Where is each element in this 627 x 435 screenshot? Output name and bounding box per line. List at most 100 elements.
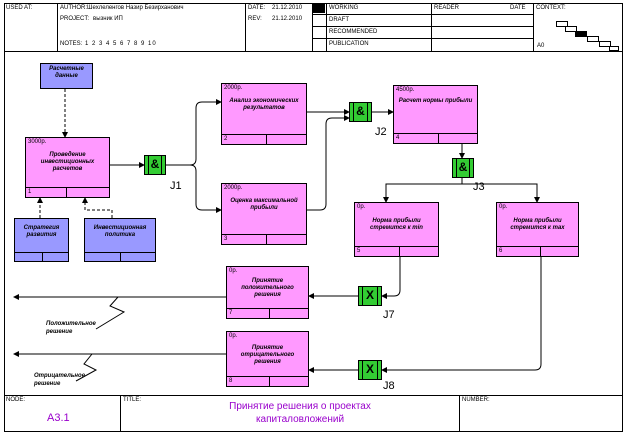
external-label: Стратегия развития <box>23 225 60 238</box>
activity-number: 5 <box>357 248 361 254</box>
arrow-j1-box3 <box>166 164 222 213</box>
activity-footer <box>227 376 308 386</box>
output-negative-squiggle <box>75 353 98 382</box>
date-label: DATE: <box>248 5 266 11</box>
junction-label: J8 <box>383 380 395 392</box>
project-value: вызник ИП <box>93 16 123 22</box>
activity-footer <box>497 246 578 256</box>
activity-cost: 0р. <box>229 333 238 339</box>
external-label: Инвестиционная политика <box>93 225 147 238</box>
header-divider <box>533 3 534 51</box>
activity-cost: 2000р. <box>224 185 243 191</box>
node-value: A3.1 <box>47 412 70 424</box>
junction-bar <box>377 287 378 305</box>
activity-cost: 0р. <box>357 204 366 210</box>
external-strategy[interactable]: Стратегия развития <box>14 218 69 262</box>
activity-footer <box>222 134 306 144</box>
arrow-box3-j2 <box>307 115 350 211</box>
junction-symbol: & <box>150 157 160 171</box>
activity-label: Проведение инвестиционных расчетов <box>40 152 95 172</box>
activity-cost: 2000р. <box>224 85 243 91</box>
activity-footer-sep <box>266 235 267 244</box>
junction-symbol: X <box>365 288 374 302</box>
header-row-line <box>312 14 533 15</box>
activity-number: 6 <box>499 248 503 254</box>
date-value: 21.12.2010 <box>272 5 303 11</box>
junction-j8[interactable]: X <box>358 360 382 380</box>
notes-label: NOTES: <box>60 41 83 47</box>
diagram-title-line1: Принятие решения о проектах <box>229 401 371 412</box>
activity-box-4[interactable]: 4500р. Расчет нормы прибыли 4 <box>393 85 478 144</box>
activity-box-1[interactable]: 3000р. Проведение инвестиционных расчето… <box>25 137 110 198</box>
header-divider <box>431 3 432 51</box>
external-footer-sep <box>120 253 121 261</box>
header-divider <box>326 3 327 51</box>
arrow-j3-box6 <box>462 183 540 203</box>
activity-cost: 4500р. <box>396 87 415 93</box>
activity-box-6[interactable]: 0р. Норма прибыли стремится к max 6 <box>496 202 579 257</box>
activity-cost: 0р. <box>499 204 508 210</box>
number-label: NUMBER: <box>462 397 490 403</box>
author-value: Шехлеленгов Назир Безирханович <box>87 5 184 11</box>
activity-footer <box>26 187 109 197</box>
activity-box-2[interactable]: 2000р. Анализ экономических результатов … <box>221 83 307 145</box>
junction-j7[interactable]: X <box>358 286 382 306</box>
activity-label: Расчет нормы прибыли <box>398 98 473 104</box>
used-at-label: USED AT: <box>6 5 33 11</box>
author-label: AUTHOR: <box>60 5 87 11</box>
output-negative-label: Отрицательное решение <box>34 373 86 387</box>
arrow-box5-j7 <box>381 257 401 299</box>
footer-divider <box>120 395 121 432</box>
activity-cost: 3000р. <box>28 139 47 145</box>
context-mini-box <box>599 41 611 47</box>
junction-symbol: & <box>356 104 365 118</box>
project-label: PROJECT: <box>60 16 90 22</box>
activity-number: 3 <box>224 236 228 242</box>
junction-symbol: & <box>458 160 468 174</box>
junction-label: J2 <box>375 126 387 138</box>
activity-box-5[interactable]: 0р. Норма прибыли стремится к min 5 <box>354 202 439 257</box>
external-input-data[interactable]: Расчетные данные <box>40 63 93 89</box>
activity-label: Анализ экономических результатов <box>229 98 299 111</box>
activity-label: Принятие положительного решения <box>241 278 294 298</box>
header-row-line <box>312 26 533 27</box>
junction-symbol: X <box>365 362 374 376</box>
header-bottom-line <box>4 51 623 52</box>
junction-bar <box>469 159 470 177</box>
context-mini-box <box>587 36 599 42</box>
activity-cost: 0р. <box>229 268 238 274</box>
working-status-marker <box>313 4 325 13</box>
junction-j3[interactable]: & <box>452 158 474 178</box>
activity-box-3[interactable]: 2000р. Оценка максимальной прибыли 3 <box>221 183 307 245</box>
external-footer <box>85 252 155 261</box>
status-recommended: RECOMMENDED <box>329 29 378 35</box>
footer-top-line <box>4 395 623 396</box>
activity-footer <box>222 234 306 244</box>
title-label: TITLE: <box>123 397 142 403</box>
activity-number: 7 <box>229 310 233 316</box>
junction-j1[interactable]: & <box>144 155 166 175</box>
rev-label: REV: <box>248 16 262 22</box>
status-working: WORKING <box>329 5 359 11</box>
activity-footer-sep <box>540 247 541 256</box>
context-mini-box-current <box>575 31 587 37</box>
junction-bar <box>362 361 363 379</box>
output-positive-squiggle <box>95 296 126 330</box>
notes-value: 1 2 3 4 5 6 7 8 9 10 <box>85 41 157 47</box>
junction-j2[interactable]: & <box>349 102 372 122</box>
header-divider <box>245 3 246 51</box>
arrow-j1-box2 <box>166 99 222 166</box>
context-mini-box <box>565 26 577 32</box>
output-positive-label: Положительное решение <box>46 321 96 335</box>
activity-box-8[interactable]: 0р. Принятие отрицательного решения 8 <box>226 331 309 387</box>
activity-box-7[interactable]: 0р. Принятие положительного решения 7 <box>226 266 309 319</box>
activity-footer-sep <box>266 135 267 144</box>
diagram-frame <box>4 3 623 432</box>
junction-label: J3 <box>473 181 485 193</box>
junction-label: J7 <box>383 309 395 321</box>
junction-bar <box>377 361 378 379</box>
reader-date-label: DATE <box>510 5 526 11</box>
external-policy[interactable]: Инвестиционная политика <box>84 218 156 262</box>
activity-number: 8 <box>229 378 233 384</box>
